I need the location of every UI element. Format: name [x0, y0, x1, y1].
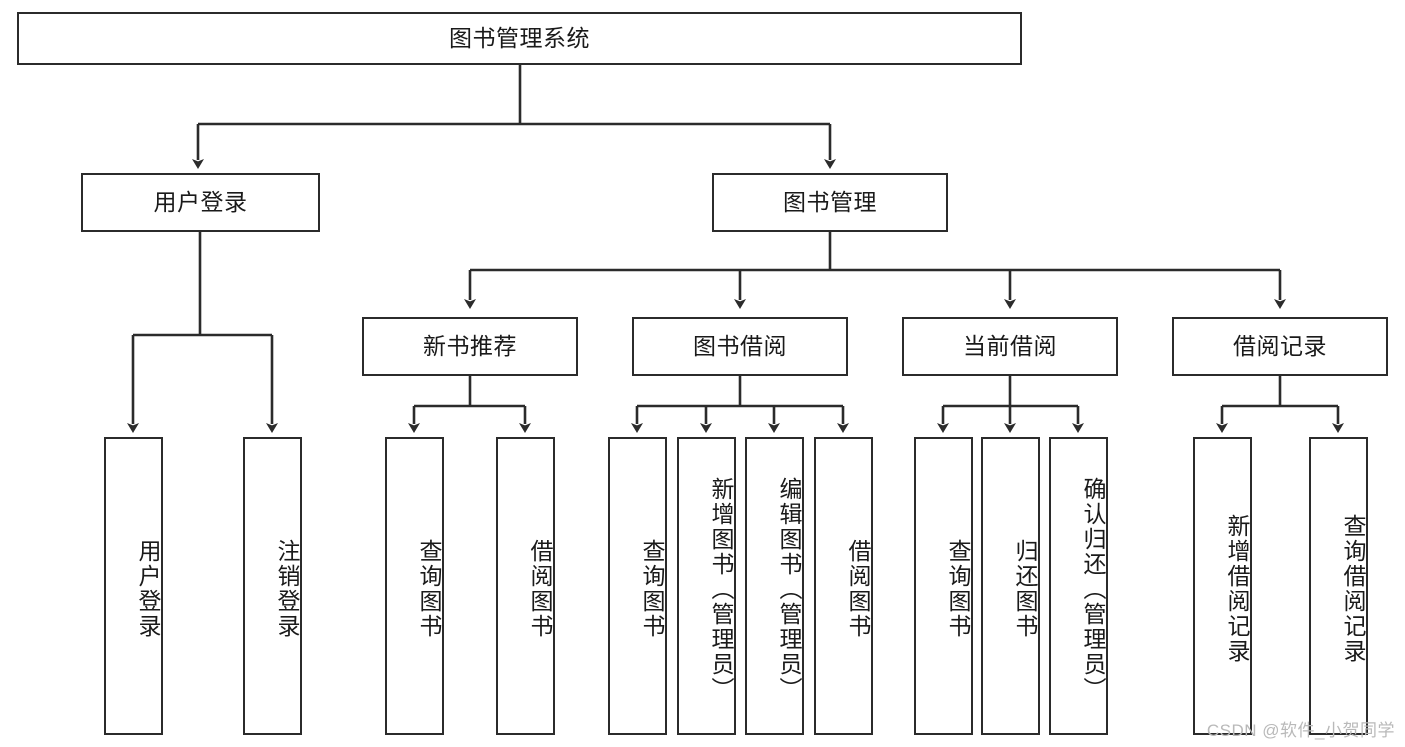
leaf-current-borrow-confirm-return[interactable]: 确认归还（管理员） — [1049, 437, 1108, 735]
leaf-book-borrow-edit[interactable]: 编辑图书（管理员） — [745, 437, 804, 735]
leaf-label: 新增借阅记录 — [1224, 514, 1250, 664]
node-borrow-record-label: 借阅记录 — [1233, 332, 1327, 359]
leaf-label: 查询图书 — [639, 539, 665, 639]
leaf-user-login-logout[interactable]: 注销登录 — [243, 437, 302, 735]
leaf-borrow-record-query[interactable]: 查询借阅记录 — [1309, 437, 1368, 735]
node-book-manage[interactable]: 图书管理 — [712, 173, 948, 232]
leaf-label: 注销登录 — [274, 539, 300, 639]
node-book-borrow-label: 图书借阅 — [693, 332, 787, 359]
leaf-book-borrow-add[interactable]: 新增图书（管理员） — [677, 437, 736, 735]
leaf-label: 查询图书 — [416, 539, 442, 639]
leaf-label: 借阅图书 — [845, 539, 871, 639]
node-current-borrow[interactable]: 当前借阅 — [902, 317, 1118, 376]
leaf-label: 用户登录 — [135, 539, 161, 639]
leaf-label: 查询借阅记录 — [1340, 514, 1366, 664]
node-new-book-recommend[interactable]: 新书推荐 — [362, 317, 578, 376]
leaf-label: 编辑图书（管理员） — [776, 476, 802, 702]
watermark: CSDN @软件_小贺同学 — [1206, 721, 1395, 740]
node-borrow-record[interactable]: 借阅记录 — [1172, 317, 1388, 376]
node-book-borrow[interactable]: 图书借阅 — [632, 317, 848, 376]
leaf-label: 新增图书（管理员） — [708, 476, 734, 702]
leaf-current-borrow-return[interactable]: 归还图书 — [981, 437, 1040, 735]
leaf-book-borrow-query[interactable]: 查询图书 — [608, 437, 667, 735]
leaf-label: 查询图书 — [945, 539, 971, 639]
leaf-current-borrow-query[interactable]: 查询图书 — [914, 437, 973, 735]
node-current-borrow-label: 当前借阅 — [963, 332, 1057, 359]
leaf-label: 归还图书 — [1012, 539, 1038, 639]
leaf-label: 借阅图书 — [527, 539, 553, 639]
leaf-label: 确认归还（管理员） — [1080, 476, 1106, 702]
node-book-manage-label: 图书管理 — [783, 188, 877, 215]
leaf-new-book-borrow[interactable]: 借阅图书 — [496, 437, 555, 735]
node-root-label: 图书管理系统 — [449, 24, 590, 51]
node-user-login-label: 用户登录 — [153, 188, 248, 215]
node-root[interactable]: 图书管理系统 — [17, 12, 1022, 65]
node-user-login[interactable]: 用户登录 — [81, 173, 320, 232]
leaf-user-login-login[interactable]: 用户登录 — [104, 437, 163, 735]
leaf-book-borrow-lend[interactable]: 借阅图书 — [814, 437, 873, 735]
node-new-book-recommend-label: 新书推荐 — [423, 332, 517, 359]
leaf-borrow-record-add[interactable]: 新增借阅记录 — [1193, 437, 1252, 735]
leaf-new-book-query[interactable]: 查询图书 — [385, 437, 444, 735]
edges — [127, 65, 1344, 433]
